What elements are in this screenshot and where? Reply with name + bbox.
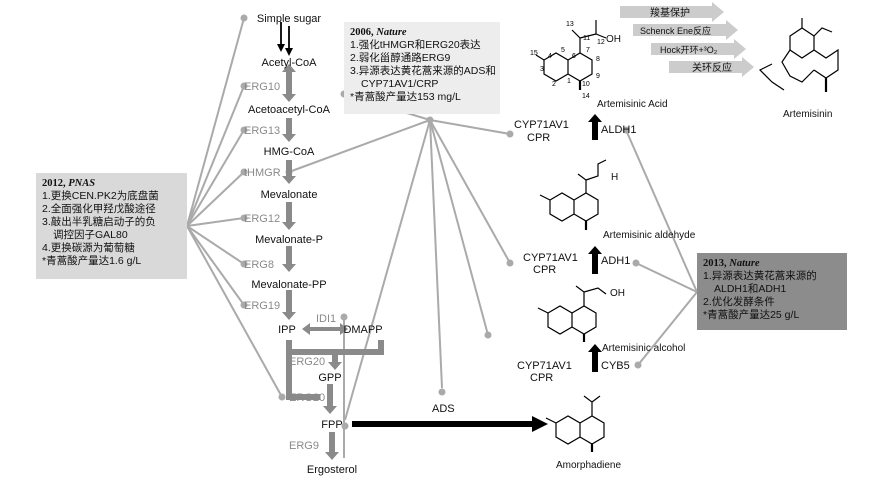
label-artemisinic-aldehyde: Artemisinic aldehyde	[603, 230, 696, 241]
box-2006-yield: *青蒿酸产量达153 mg/L	[350, 91, 461, 103]
svg-text:13: 13	[566, 21, 574, 28]
svg-text:6: 6	[572, 53, 576, 60]
box-2012-line-4: 调控因子GAL80	[53, 229, 128, 241]
svg-text:4: 4	[548, 53, 552, 60]
label-amorphadiene: Amorphadiene	[556, 460, 621, 471]
chem-step-4: 关环反应	[692, 61, 732, 74]
right-arrows	[588, 114, 602, 372]
enzyme-ads: ADS	[432, 403, 455, 415]
metabolite-labels: Simple sugar Acetyl-CoA Acetoacetyl-CoA …	[248, 13, 383, 476]
atom-numbers: 13 11 12 15 4 5 6 7 8 3 2 1 9 10 14	[530, 21, 605, 100]
label-alcohol-oh: OH	[610, 288, 625, 299]
amorphadiene-structure	[545, 395, 605, 452]
metabolite-simple-sugar: Simple sugar	[257, 13, 322, 25]
metabolite-dmapp: DMAPP	[343, 324, 382, 336]
artemisinic-aldehyde-structure	[539, 159, 607, 230]
box-2012-line-1: 1.更换CEN.PK2为底盘菌	[42, 190, 159, 202]
box-2013-nature: 2013, Nature 1.异源表达黄花蒿来源的 ALDH1和ADH1 2.优…	[697, 253, 847, 330]
svg-text:8: 8	[596, 56, 600, 63]
svg-text:10: 10	[582, 81, 590, 88]
enzyme-cyp71av1-b: CYP71AV1	[523, 252, 578, 264]
mva-arrows	[277, 22, 384, 460]
box-2013-yield: *青蒿酸产量达25 g/L	[703, 309, 800, 321]
enzyme-erg8: ERG8	[244, 259, 274, 271]
label-artemisinin: Artemisinin	[783, 109, 832, 120]
ads-arrow	[352, 416, 548, 432]
box-2012-line-2: 2.全面强化甲羟戊酸途径	[42, 203, 156, 215]
box-2006-line-4: CYP71AV1/CRP	[361, 78, 439, 90]
enzyme-cyp71av1-a: CYP71AV1	[514, 119, 569, 131]
connector-dots	[240, 14, 642, 430]
chem-step-arrows	[620, 2, 754, 77]
chem-step-1: 羧基保护	[650, 6, 690, 19]
enzyme-erg20-b: ERG20	[289, 392, 325, 404]
label-artemisinic-acid: Artemisinic Acid	[597, 99, 668, 110]
box-2006-line-2: 2.弱化甾醇通路ERG9	[350, 52, 451, 64]
enzyme-cpr-a: CPR	[527, 132, 550, 144]
artemisinic-alcohol-structure	[537, 285, 607, 342]
box-2013-line-1: 1.异源表达黄花蒿来源的	[703, 270, 817, 282]
enzyme-cpr-b: CPR	[533, 264, 556, 276]
enzyme-cpr-c: CPR	[530, 372, 553, 384]
enzyme-erg20-a: ERG20	[289, 356, 325, 368]
svg-text:3: 3	[540, 66, 544, 73]
enzyme-cyp71av1-c: CYP71AV1	[517, 360, 572, 372]
svg-text:14: 14	[582, 93, 590, 100]
enzyme-adh1: ADH1	[601, 255, 630, 267]
enzyme-labels: ERG10 ERG13 tHMGR ERG12 ERG8 ERG19 IDI1 …	[244, 81, 455, 452]
svg-text:12: 12	[597, 39, 605, 46]
artemisinic-acid-structure	[535, 20, 607, 90]
artemisinin-structure	[758, 18, 839, 92]
label-artemisinic-alcohol: Artemisinic alcohol	[602, 343, 685, 354]
enzyme-erg9: ERG9	[289, 440, 319, 452]
metabolite-acetoacetyl-coa: Acetoacetyl-CoA	[248, 104, 331, 116]
box-2013-line-3: 2.优化发酵条件	[703, 296, 775, 308]
enzyme-erg10: ERG10	[244, 81, 280, 93]
connector-lines	[186, 17, 698, 458]
box-2012-line-5: 4.更换碳源为葡萄糖	[42, 242, 135, 254]
enzyme-idi1: IDI1	[316, 313, 336, 325]
metabolite-mevalonate-pp: Mevalonate-PP	[251, 279, 326, 291]
svg-text:15: 15	[530, 50, 538, 57]
box-2013-line-2: ALDH1和ADH1	[714, 283, 787, 295]
enzyme-erg19: ERG19	[244, 300, 280, 312]
metabolite-mevalonate: Mevalonate	[261, 189, 318, 201]
enzyme-aldh1: ALDH1	[601, 124, 636, 136]
svg-text:5: 5	[561, 47, 565, 54]
box-2006-line-1: 1.强化tHMGR和ERG20表达	[350, 39, 481, 51]
metabolite-gpp: GPP	[318, 372, 341, 384]
box-2012-title: 2012, PNAS	[42, 178, 96, 189]
box-2013-title: 2013, Nature	[703, 258, 760, 269]
svg-text:9: 9	[596, 73, 600, 80]
box-2006-line-3: 3.异源表达黄花蒿来源的ADS和	[350, 65, 496, 77]
svg-text:1: 1	[567, 78, 571, 85]
metabolite-acetyl-coa: Acetyl-CoA	[261, 57, 317, 69]
chem-step-3: Hock开环+³O₂	[660, 45, 718, 55]
box-2012-yield: *青蒿酸产量达1.6 g/L	[42, 255, 142, 267]
enzyme-thmgr: tHMGR	[244, 167, 281, 179]
label-aldehyde-h: H	[611, 172, 618, 183]
right-enzyme-labels: CYP71AV1 CPR CYB5 CYP71AV1 CPR ADH1 CYP7…	[514, 119, 636, 384]
svg-text:2: 2	[552, 81, 556, 88]
label-acid-oh: OH	[606, 34, 621, 45]
enzyme-erg12: ERG12	[244, 213, 280, 225]
chem-step-2: Schenck Ene反应	[640, 25, 711, 36]
metabolite-hmg-coa: HMG-CoA	[264, 146, 315, 158]
enzyme-erg13: ERG13	[244, 125, 280, 137]
box-2006-title: 2006, Nature	[350, 27, 407, 38]
metabolite-ergosterol: Ergosterol	[307, 464, 357, 476]
metabolite-ipp: IPP	[278, 324, 296, 336]
chem-step-labels: 羧基保护 Schenck Ene反应 Hock开环+³O₂ 关环反应	[640, 6, 732, 74]
svg-text:7: 7	[586, 47, 590, 54]
box-2012-pnas: 2012, PNAS 1.更换CEN.PK2为底盘菌 2.全面强化甲羟戊酸途径 …	[36, 173, 187, 279]
enzyme-cyb5: CYB5	[601, 360, 630, 372]
metabolite-fpp: FPP	[321, 419, 342, 431]
box-2006-nature: 2006, Nature 1.强化tHMGR和ERG20表达 2.弱化甾醇通路E…	[344, 22, 500, 114]
svg-text:11: 11	[583, 35, 590, 42]
box-2012-line-3: 3.敲出半乳糖启动子的负	[42, 216, 156, 228]
metabolite-mevalonate-p: Mevalonate-P	[255, 234, 323, 246]
